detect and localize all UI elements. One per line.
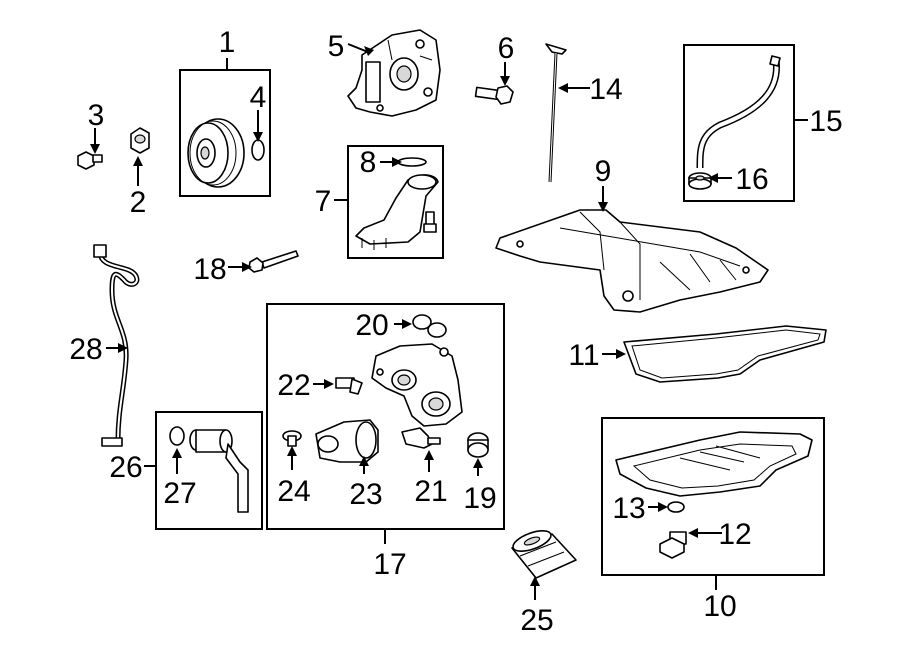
callout-3: 3 <box>88 99 105 132</box>
pressure-sensor-part <box>335 377 363 395</box>
callout-8: 8 <box>360 146 377 179</box>
callout-16: 16 <box>735 163 768 196</box>
grommet-part <box>688 172 712 190</box>
adapter-seal-part <box>412 314 447 338</box>
callout-13: 13 <box>612 492 645 525</box>
pickup-bolt-part <box>423 211 437 233</box>
pan-gasket-part <box>623 325 827 383</box>
callout-26: 26 <box>109 451 142 484</box>
seal-ring-part <box>251 139 265 161</box>
callout-9: 9 <box>595 155 612 188</box>
callout-18: 18 <box>193 253 226 286</box>
callout-6: 6 <box>498 32 515 65</box>
pickup-tube-part <box>355 174 439 250</box>
group-box-10 <box>601 417 825 576</box>
callout-17: 17 <box>373 548 406 581</box>
callout-14: 14 <box>589 73 622 106</box>
long-bolt-part <box>248 250 299 273</box>
gasket-ring-part <box>397 157 427 167</box>
callout-22: 22 <box>277 369 310 402</box>
bolt-part-3 <box>77 151 103 170</box>
callout-12: 12 <box>718 518 751 551</box>
nut-part <box>130 127 150 154</box>
callout-28: 28 <box>69 333 102 366</box>
temperature-sensor-part <box>401 427 441 449</box>
sensor-harness-part <box>93 244 140 447</box>
dipstick-tube-part <box>696 55 781 169</box>
callout-1: 1 <box>219 26 236 59</box>
callout-5: 5 <box>328 30 345 63</box>
oil-level-sensor-part <box>189 429 249 513</box>
oil-pump-part <box>347 29 441 117</box>
leader-lines <box>90 43 808 600</box>
callout-27: 27 <box>163 477 196 510</box>
plug-part <box>467 432 489 458</box>
bolt-part-6 <box>474 85 514 105</box>
sensor-oring-part <box>169 426 185 446</box>
oil-filter-part <box>511 530 577 579</box>
callout-10: 10 <box>703 590 736 623</box>
callout-21: 21 <box>414 475 447 508</box>
callout-19: 19 <box>463 482 496 515</box>
callout-25: 25 <box>520 604 553 637</box>
callout-2: 2 <box>130 186 147 219</box>
callout-23: 23 <box>349 478 382 511</box>
callout-15: 15 <box>809 105 842 138</box>
callout-4: 4 <box>250 81 267 114</box>
lower-oil-pan-part <box>615 431 813 497</box>
upper-oil-pan-part <box>495 209 769 313</box>
filter-housing-part <box>315 419 379 463</box>
group-box-7 <box>347 145 444 259</box>
pulley-part <box>187 118 245 188</box>
group-box-26 <box>155 411 263 530</box>
drain-plug-part <box>659 531 687 559</box>
group-box-15 <box>683 44 795 202</box>
callout-7: 7 <box>315 185 332 218</box>
drain-washer-part <box>667 501 685 513</box>
adapter-bolt-part <box>282 430 302 447</box>
group-box-1 <box>179 69 271 197</box>
oil-filter-adapter-part <box>371 343 463 427</box>
dipstick-part <box>545 43 567 183</box>
callout-24: 24 <box>277 475 310 508</box>
callout-11: 11 <box>568 339 599 372</box>
callout-20: 20 <box>355 309 388 342</box>
